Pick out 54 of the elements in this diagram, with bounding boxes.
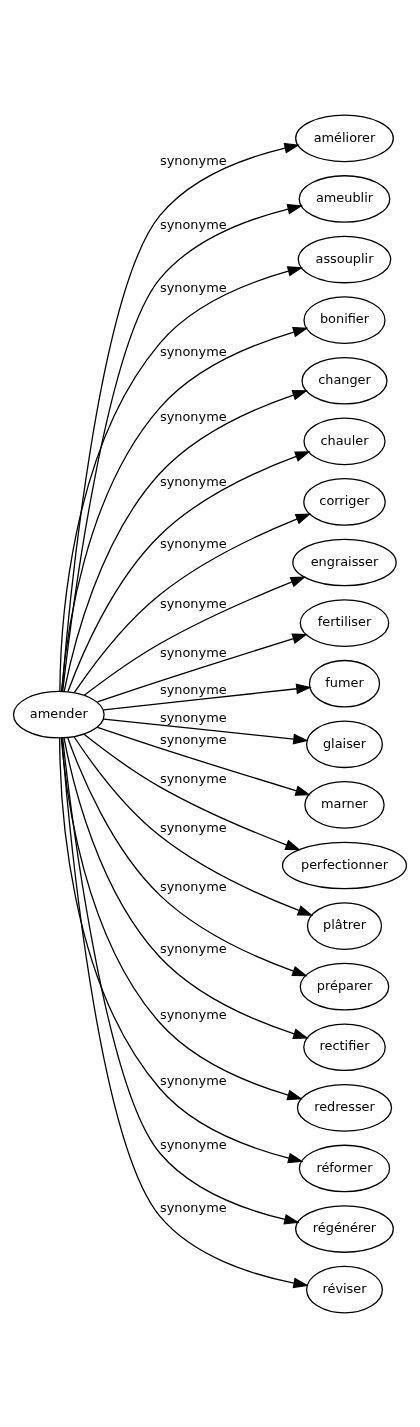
edge-label: synonyme	[160, 709, 227, 725]
node-ellipse: régénérer	[295, 1204, 394, 1253]
edge-label: synonyme	[160, 1136, 227, 1152]
edge-label: synonyme	[160, 595, 227, 611]
node-ellipse: marner	[304, 780, 385, 829]
edge-label: synonyme	[160, 216, 227, 232]
node-ellipse: plâtrer	[306, 901, 383, 950]
edge-label: synonyme	[160, 152, 227, 168]
edge-label: synonyme	[160, 343, 227, 359]
edge-label: synonyme	[160, 535, 227, 551]
arrow	[103, 718, 309, 744]
edge-label: synonyme	[160, 473, 227, 489]
node-ellipse: améliorer	[295, 114, 394, 162]
node-ellipse: redresser	[296, 1083, 393, 1132]
arrow	[83, 575, 306, 696]
edge-label: synonyme	[160, 1072, 227, 1088]
node-ellipse: corriger	[303, 477, 386, 526]
node-ellipse: assouplir	[297, 235, 392, 283]
node-ellipse: réviser	[306, 1265, 383, 1313]
node-ellipse: préparer	[299, 962, 390, 1011]
edge-label: synonyme	[160, 878, 227, 894]
node-ellipse: chauler	[303, 416, 386, 465]
edge-label: synonyme	[160, 279, 227, 295]
arrow	[73, 512, 312, 693]
arrow	[63, 736, 309, 1039]
node-ellipse: engraisser	[292, 538, 397, 586]
arrow	[67, 736, 308, 976]
edge-label: synonyme	[160, 1006, 227, 1022]
arrow	[60, 326, 309, 692]
arrow	[60, 737, 303, 1100]
edge-label: synonyme	[160, 408, 227, 424]
edge-label: synonyme	[160, 819, 227, 835]
arrow	[73, 735, 314, 916]
node-ellipse: réformer	[298, 1144, 391, 1192]
edge-label: synonyme	[160, 681, 227, 697]
node-ellipse: glaiser	[306, 719, 383, 768]
node-ellipse: ameublir	[298, 174, 391, 223]
node-ellipse: rectifier	[303, 1022, 386, 1071]
node-ellipse: fertiliser	[299, 598, 390, 647]
arrow	[96, 633, 308, 703]
edge-label: synonyme	[160, 1199, 227, 1215]
node-ellipse: amender	[12, 690, 105, 738]
arrow	[83, 733, 301, 850]
node-ellipse: fumer	[308, 659, 381, 708]
arrow	[63, 389, 308, 692]
edge-label: synonyme	[160, 940, 227, 956]
edge-label: synonyme	[160, 731, 227, 747]
node-ellipse: changer	[301, 356, 388, 405]
arrow	[96, 726, 311, 796]
edge-label: synonyme	[160, 770, 227, 786]
arrow	[67, 450, 311, 692]
edge-label: synonyme	[160, 644, 227, 660]
arrow	[103, 682, 312, 710]
node-ellipse: bonifier	[303, 295, 386, 344]
